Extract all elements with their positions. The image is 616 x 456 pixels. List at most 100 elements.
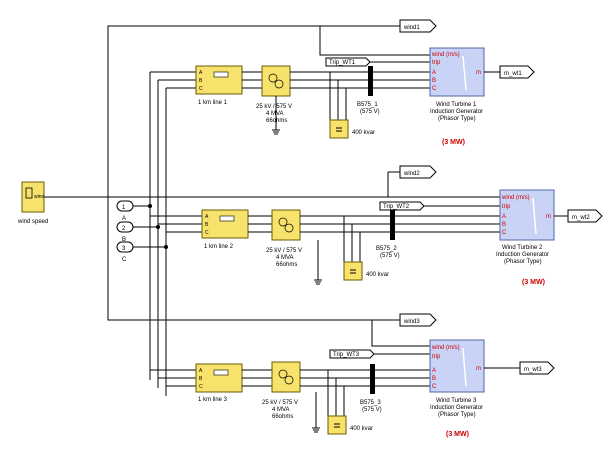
out-tag-1[interactable]: m_wt1 (499, 65, 535, 79)
wt2-port-c: C (502, 230, 507, 236)
xfmr-2-label-2: 4 MVA (276, 255, 294, 261)
inport-3-number: 3 (122, 246, 126, 252)
phase-a-junction (148, 204, 152, 208)
line1-port-a: A (199, 70, 203, 76)
wind1-wire (44, 25, 400, 198)
wind-speed-block[interactable]: wind (21, 181, 45, 213)
wt1-port-b: B (432, 78, 436, 84)
inport-3[interactable]: 3 (116, 241, 134, 253)
bus-b575-3[interactable] (370, 364, 375, 394)
inport-1[interactable]: 1 (116, 200, 134, 212)
feeder-3-trip-wind-wires (371, 320, 430, 355)
xfmr-3-label-3: 66ohms (272, 414, 293, 420)
phase-a-bus (133, 72, 151, 380)
goto-wind1-label: wind1 (403, 25, 420, 31)
phase-b-bus (133, 80, 159, 388)
wt2-port-wind: wind (m/s) (501, 195, 530, 201)
line3-port-a: A (199, 368, 203, 374)
capacitor-2[interactable] (343, 261, 363, 281)
wt1-port-c: C (432, 86, 437, 92)
wt2-label-1: Wind Turbine 2 (502, 245, 543, 251)
wt3-label-3: (Phasor Type) (438, 412, 476, 418)
winding-icon (278, 217, 288, 227)
goto-wind3-label: wind3 (403, 319, 420, 325)
capacitor-3[interactable] (327, 415, 347, 435)
trip-tag-3-label: Trip_WT3 (333, 352, 360, 358)
winding-icon (284, 375, 294, 385)
trip-tag-2[interactable]: Trip_WT2 (379, 201, 425, 211)
pi-section-icon (213, 369, 229, 376)
xfmr-2-label-1: 25 kV / 575 V (266, 248, 302, 254)
wt1-port-trip: trip (432, 60, 441, 66)
transformer-2[interactable] (271, 209, 301, 241)
cap-2-label: 400 kvar (366, 272, 389, 278)
wt3-port-wind: wind (m/s) (431, 345, 460, 351)
wt2-port-a: A (502, 214, 506, 220)
ground-icon (272, 129, 280, 135)
trip-tag-1[interactable]: Trip_WT1 (325, 57, 371, 67)
feeder-3-input-wires (150, 369, 196, 387)
capacitor-icon (336, 127, 342, 132)
line1-port-c: C (199, 86, 203, 92)
cap1-wires (329, 72, 347, 120)
xfmr-2-label-3: 66ohms (276, 262, 297, 268)
wind-speed-icon-text: wind (34, 194, 45, 200)
transformer-1[interactable] (261, 65, 291, 97)
xfmr1-to-turbine1 (290, 71, 430, 89)
wind3-wire (107, 197, 400, 321)
wt2-label-3: (Phasor Type) (504, 259, 542, 265)
wt3-label-1: Wind Turbine 3 (436, 398, 477, 404)
inport-2-number: 2 (122, 226, 126, 232)
cap2-wires (343, 216, 361, 262)
bus-b575-1[interactable] (368, 66, 373, 96)
out-tag-2[interactable]: m_wt2 (567, 209, 603, 223)
winding-icon (274, 79, 284, 89)
winding-icon (278, 369, 288, 379)
wind-turbine-1[interactable]: wind (m/s) trip A B C m (429, 47, 485, 97)
line2-port-c: C (205, 230, 209, 236)
line-1-label: 1 km line 1 (198, 100, 228, 106)
capacitor-1[interactable] (329, 119, 349, 139)
wind-turbine-2[interactable]: wind (m/s) trip A B C m (499, 189, 555, 241)
wt1-port-wind: wind (m/s) (431, 52, 460, 58)
goto-wind2-label: wind2 (403, 171, 420, 177)
transformer-3[interactable] (271, 361, 301, 393)
inport-2[interactable]: 2 (116, 221, 134, 233)
wt2-port-b: B (502, 222, 506, 228)
line3-to-xfmr3 (242, 369, 272, 387)
wind-turbine-3[interactable]: wind (m/s) trip A B C m (429, 339, 485, 393)
bus-1-label-2: (575 V) (360, 109, 380, 115)
wt1-label-3: (Phasor Type) (438, 116, 476, 122)
goto-wind2[interactable]: wind2 (399, 165, 437, 179)
xfmr-1-label-3: 66ohms (266, 118, 287, 124)
out-tag-3-label: m_wt3 (524, 367, 542, 373)
bus-b575-2[interactable] (390, 210, 395, 240)
line-block-2[interactable]: A B C (201, 209, 249, 239)
line-block-3[interactable]: A B C (195, 363, 243, 393)
inport-1-label: A (122, 216, 126, 222)
pi-section-icon (213, 71, 229, 78)
wt3-port-a: A (432, 368, 436, 374)
wt3-port-m: m (476, 366, 481, 372)
line-3-label: 1 km line 3 (198, 397, 228, 403)
wt1-port-a: A (432, 70, 436, 76)
feeder-2: A B C 1 km line 2 25 kV / 575 V 4 MVA 66… (150, 189, 603, 286)
capacitor-icon (334, 423, 340, 428)
pi-section-icon (219, 215, 235, 222)
line2-to-xfmr2 (248, 215, 272, 233)
winding-icon (268, 73, 278, 83)
wt2-rating: (3 MW) (522, 279, 545, 286)
wt2-label-2: Induction Generator (496, 252, 549, 258)
xfmr2-to-turbine2 (300, 215, 500, 233)
line1-to-xfmr1 (242, 71, 262, 89)
turbine-icon (532, 197, 537, 235)
out-tag-3[interactable]: m_wt3 (519, 361, 555, 375)
phase-c-bus (133, 88, 167, 396)
ground-icon (314, 279, 322, 285)
turbine-icon (462, 55, 467, 91)
trip-tag-3[interactable]: Trip_WT3 (329, 349, 375, 359)
goto-wind3[interactable]: wind3 (399, 313, 437, 327)
wt2-port-m: m (546, 214, 551, 220)
goto-wind1[interactable]: wind1 (399, 19, 437, 33)
line-block-1[interactable]: A B C (195, 65, 243, 95)
